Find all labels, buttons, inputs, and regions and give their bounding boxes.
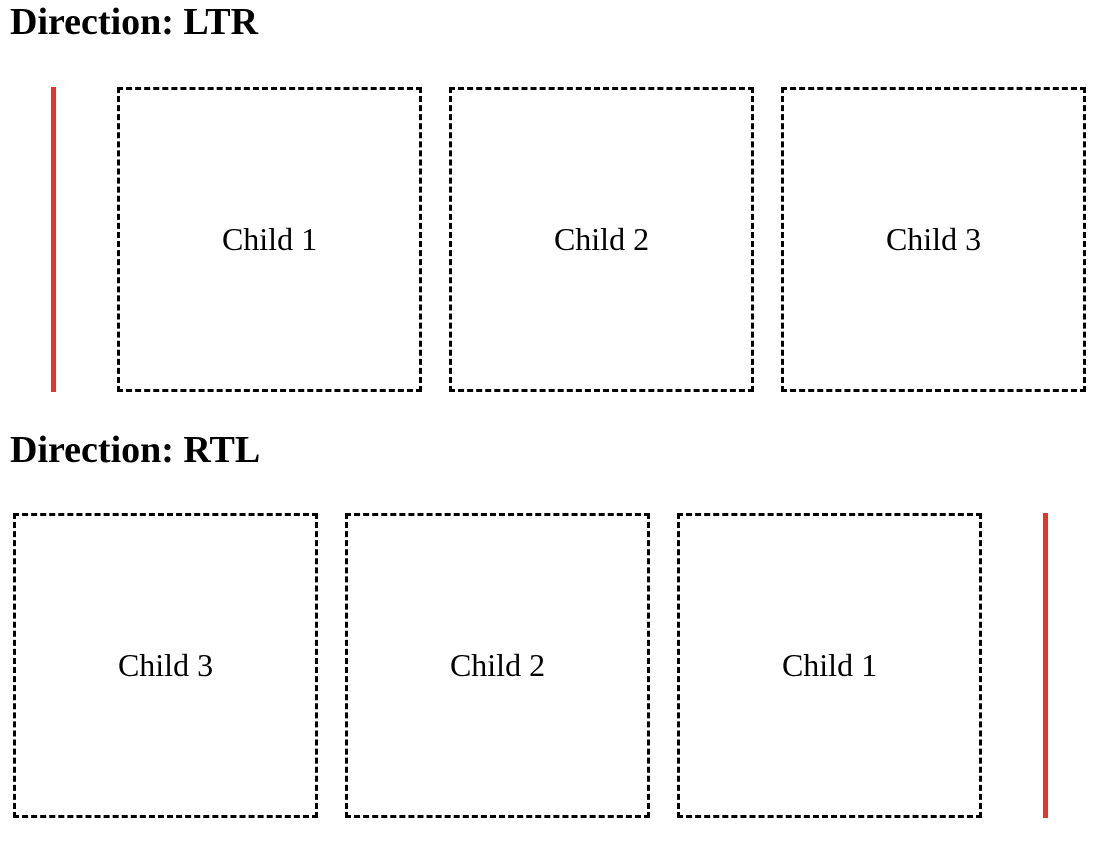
section-heading-ltr: Direction: LTR bbox=[10, 1, 259, 43]
child-box-3: Child 3 bbox=[781, 87, 1086, 392]
child-box-1: Child 1 bbox=[117, 87, 422, 392]
child-box-label: Child 3 bbox=[117, 647, 214, 683]
child-box-label: Child 1 bbox=[781, 647, 878, 683]
child-box-2: Child 2 bbox=[449, 87, 754, 392]
inline-start-marker-line bbox=[51, 87, 56, 392]
section-heading-rtl: Direction: RTL bbox=[10, 429, 261, 471]
flex-row-ltr: Child 1 Child 2 Child 3 bbox=[51, 87, 1094, 392]
child-box-label: Child 2 bbox=[449, 647, 546, 683]
inline-start-marker-line bbox=[1043, 513, 1048, 818]
child-box-3: Child 3 bbox=[13, 513, 318, 818]
child-box-2: Child 2 bbox=[345, 513, 650, 818]
child-box-label: Child 1 bbox=[221, 221, 318, 257]
child-box-label: Child 2 bbox=[553, 221, 650, 257]
flex-row-rtl: Child 1 Child 2 Child 3 bbox=[0, 513, 1048, 818]
child-box-1: Child 1 bbox=[677, 513, 982, 818]
child-box-label: Child 3 bbox=[885, 221, 982, 257]
